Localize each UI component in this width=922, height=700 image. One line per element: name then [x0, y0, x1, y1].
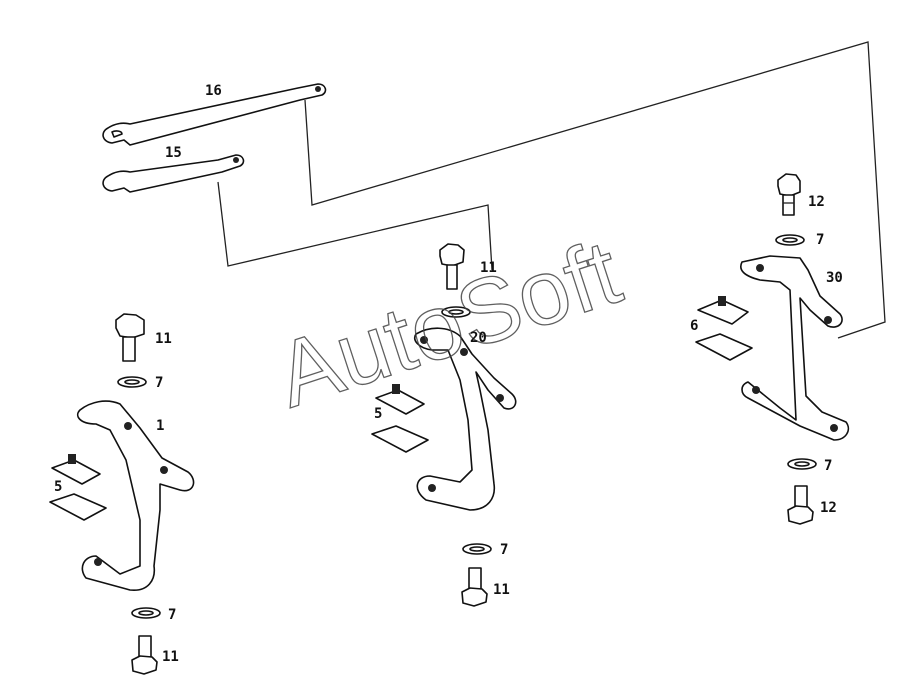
fork-pad-5-mid: [371, 384, 429, 453]
callout-11-mid-bot: 11: [493, 582, 510, 598]
callout-1: 1: [156, 418, 164, 434]
callout-5-mid: 5: [374, 406, 382, 422]
reference-lines: [217, 41, 886, 339]
callout-5-left: 5: [54, 479, 62, 495]
fork-pad-6: [695, 296, 753, 361]
callout-7-right-bot: 7: [824, 458, 832, 474]
bolt-12-bot: [787, 485, 814, 525]
callout-15: 15: [165, 145, 182, 161]
callout-20: 20: [470, 330, 487, 346]
bolt-12-top: [777, 173, 801, 216]
bolt-11-left-top: [115, 313, 145, 362]
callout-30: 30: [826, 270, 843, 286]
shift-fork-20: [414, 327, 517, 511]
shift-fork-1: [76, 400, 195, 591]
callout-labels: 16 15 11 12 7 30 6 20 11 7 5 1 5 7 12 7 …: [54, 83, 843, 665]
callout-11-left-top: 11: [155, 331, 172, 347]
washer-7-mid-bot: [462, 543, 492, 555]
callout-6: 6: [690, 318, 698, 334]
callout-12-top: 12: [808, 194, 825, 210]
callout-7-left-top: 7: [155, 375, 163, 391]
fork-pad-5-left: [49, 454, 107, 521]
washer-7-right-bot: [787, 458, 817, 470]
callout-7-mid-bot: 7: [500, 542, 508, 558]
washer-7-left-top: [117, 376, 147, 388]
shift-rod-16: [102, 83, 327, 146]
washer-mid-top: [441, 306, 471, 318]
callout-12-bot: 12: [820, 500, 837, 516]
bolt-11-left-bot: [131, 635, 158, 675]
shift-rod-15: [102, 154, 245, 193]
callout-7-left-bot: 7: [168, 607, 176, 623]
washer-7-right-top: [775, 234, 805, 246]
callout-7-right-top: 7: [816, 232, 824, 248]
washer-7-left-bot: [131, 607, 161, 619]
bolt-11-mid-top: [439, 243, 465, 290]
shift-fork-30: [740, 255, 850, 441]
bolt-11-mid-bot: [461, 567, 488, 607]
callout-11-left-bot: 11: [162, 649, 179, 665]
callout-11-mid: 11: [480, 260, 497, 276]
callout-16: 16: [205, 83, 222, 99]
